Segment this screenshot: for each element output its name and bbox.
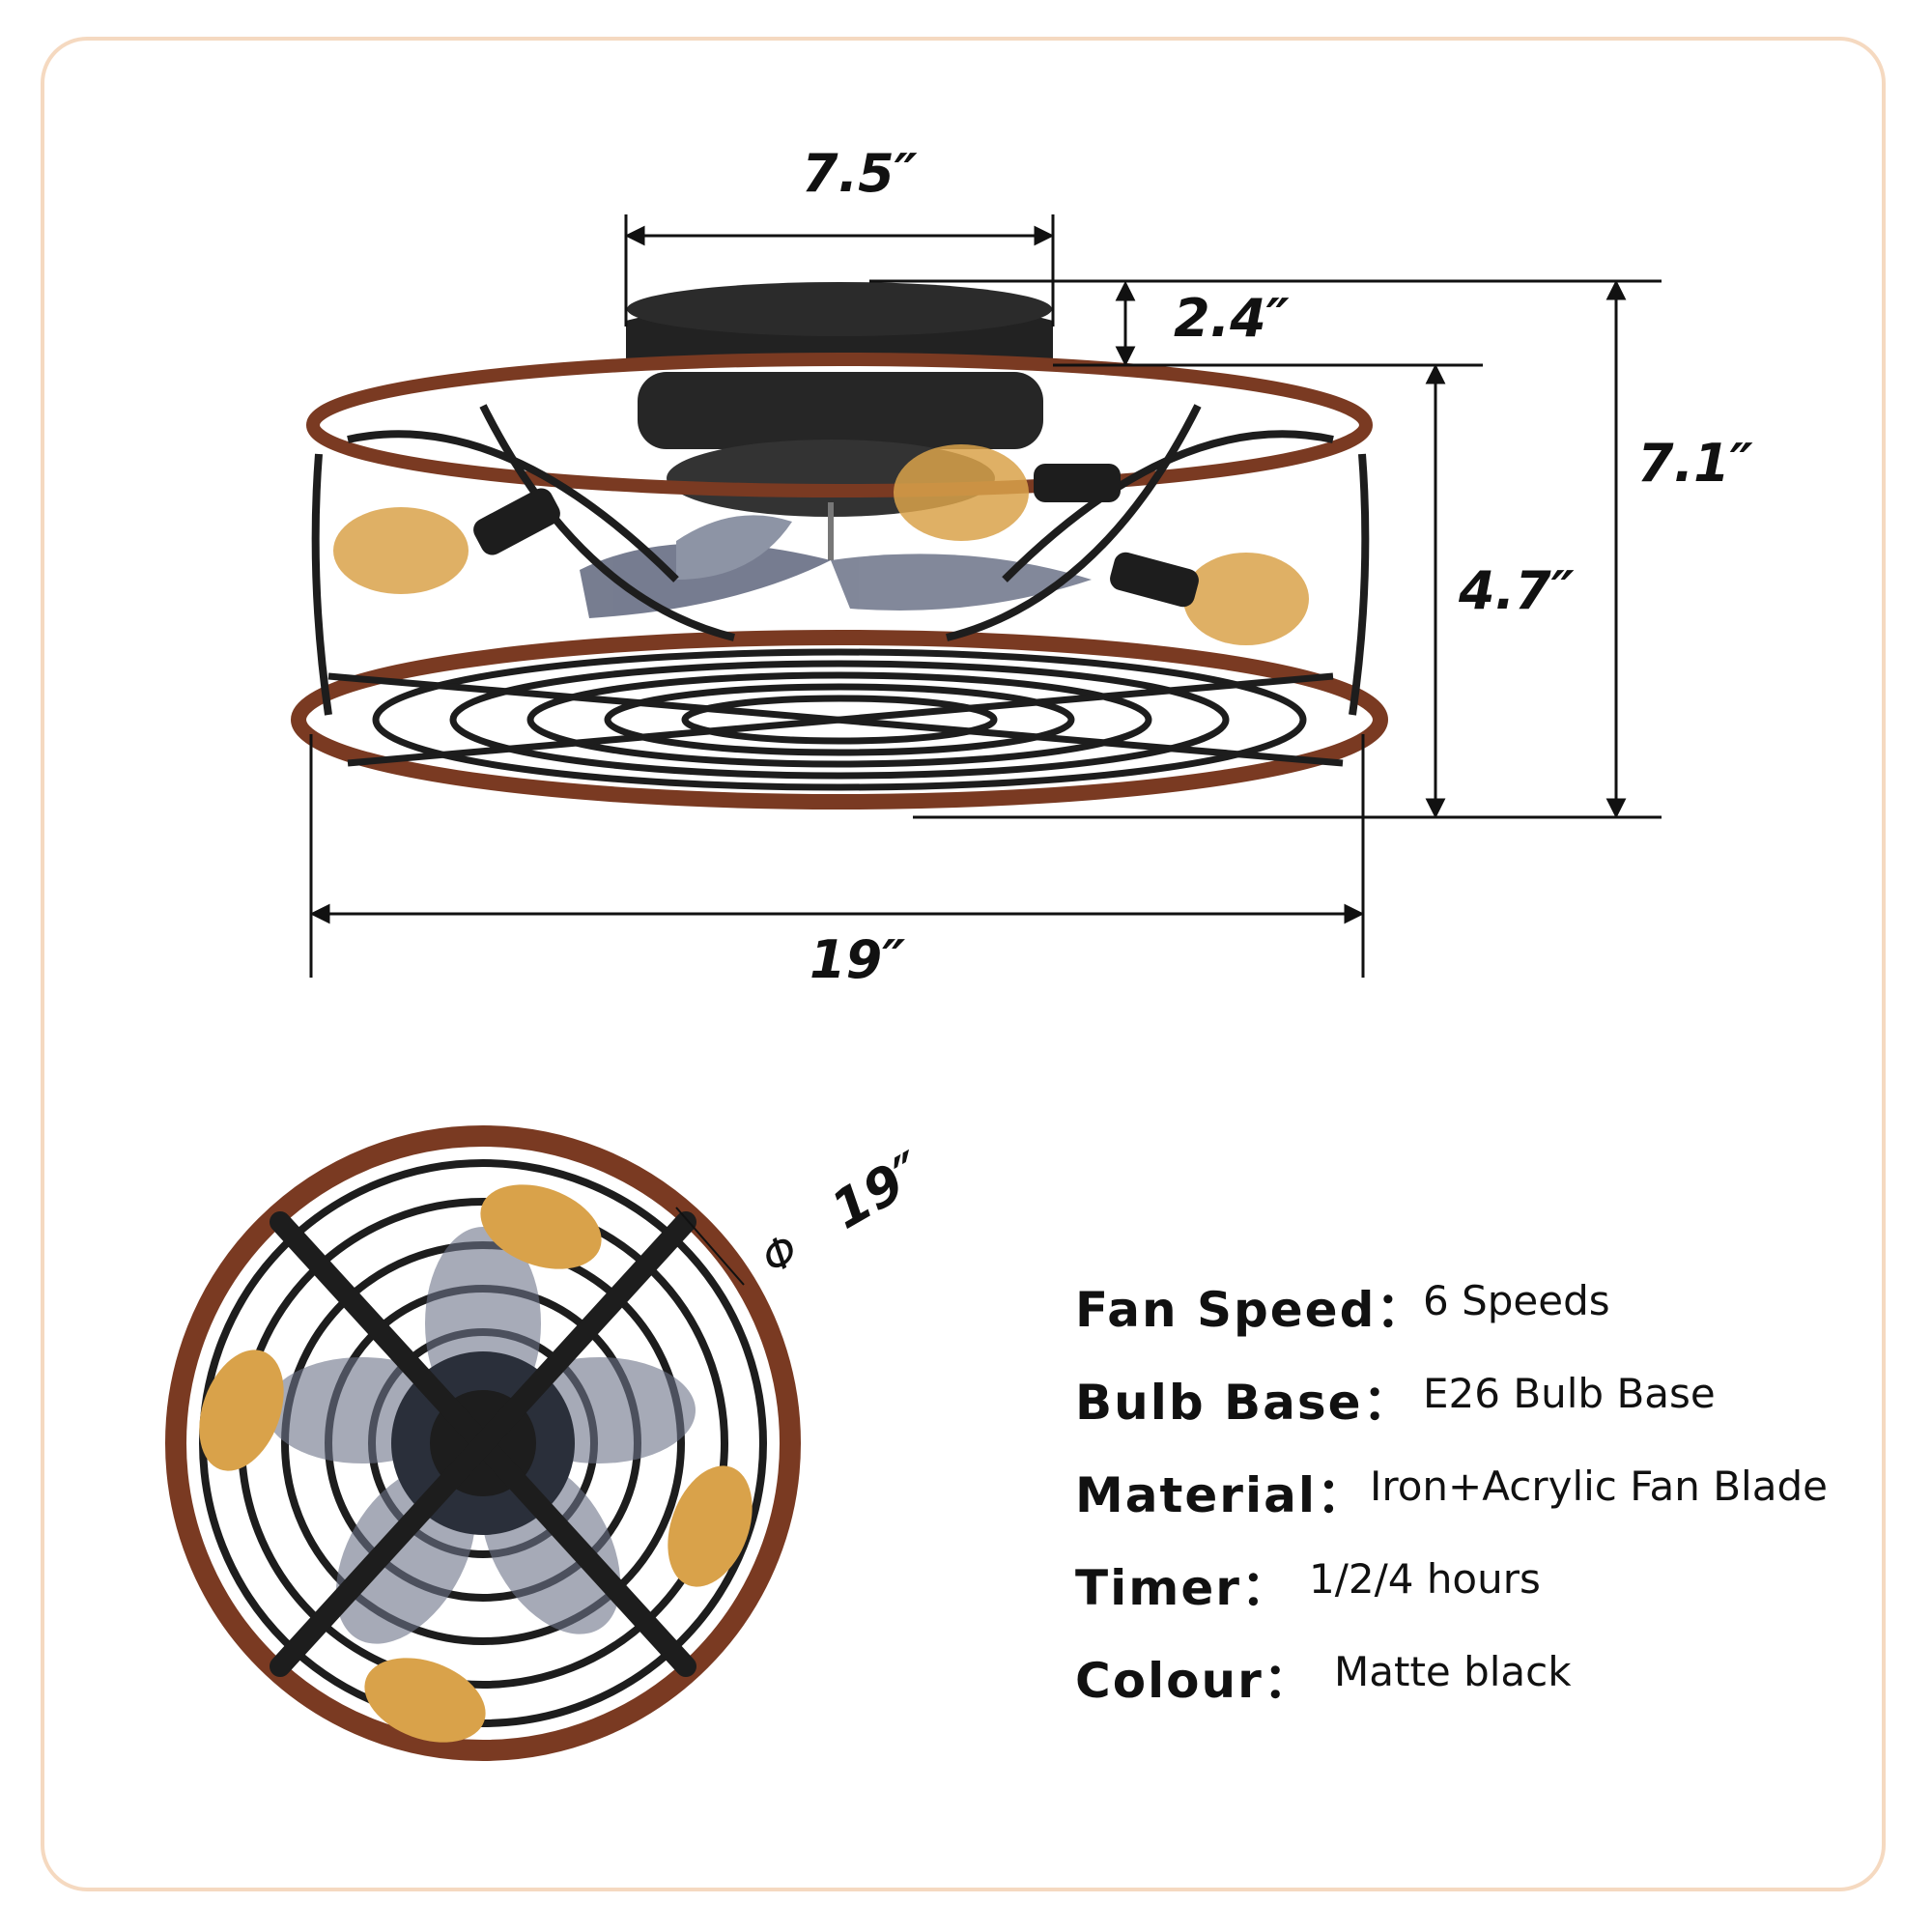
dim-body-height: 4.7″ — [1459, 560, 1575, 621]
dim-top-width: 7.5″ — [802, 143, 918, 204]
spec-value: 1/2/4 hours — [1309, 1555, 1541, 1603]
spec-key: Material： — [1075, 1467, 1367, 1523]
spec-material: Material： Iron+Acrylic Fan Blade — [1075, 1457, 1906, 1549]
cage-ribs — [311, 404, 1370, 716]
spec-value: 6 Speeds — [1423, 1277, 1610, 1324]
bulb-right-top — [894, 444, 1029, 541]
spec-bulb-base: Bulb Base： E26 Bulb Base — [1075, 1364, 1906, 1457]
spec-value: E26 Bulb Base — [1423, 1370, 1716, 1417]
bulbs-side — [333, 444, 1309, 645]
motor-housing — [638, 372, 1043, 449]
upper-wood-ring — [306, 353, 1373, 497]
spec-list: Fan Speed： 6 Speeds Bulb Base： E26 Bulb … — [1075, 1271, 1906, 1735]
canopy-top — [627, 282, 1052, 336]
spec-key: Fan Speed： — [1075, 1282, 1427, 1338]
cage-spirals — [327, 648, 1344, 791]
dim-canopy-height: 2.4″ — [1174, 288, 1290, 349]
bulbs-bottom — [199, 1184, 753, 1743]
spec-fan-speed: Fan Speed： 6 Speeds — [1075, 1271, 1906, 1364]
dim-total-height: 7.1″ — [1637, 433, 1753, 494]
dim-width: 19″ — [810, 929, 906, 990]
lower-wood-ring — [291, 630, 1388, 810]
spec-key: Timer： — [1075, 1560, 1292, 1616]
spec-colour: Colour： Matte black — [1075, 1642, 1906, 1735]
bulb-left — [333, 507, 469, 594]
dimension-lines — [309, 214, 1662, 978]
page-frame — [41, 37, 1886, 1891]
spec-key: Bulb Base： — [1075, 1375, 1413, 1431]
bulb-right — [1183, 553, 1309, 645]
spec-key: Colour： — [1075, 1653, 1314, 1709]
diameter-symbol: Φ — [753, 1225, 807, 1284]
spec-timer: Timer： 1/2/4 hours — [1075, 1549, 1906, 1642]
cross-bars — [270, 1211, 696, 1677]
spec-value: Iron+Acrylic Fan Blade — [1370, 1463, 1828, 1510]
spec-value: Matte black — [1334, 1648, 1572, 1695]
outer-wood-ring — [165, 1125, 801, 1761]
